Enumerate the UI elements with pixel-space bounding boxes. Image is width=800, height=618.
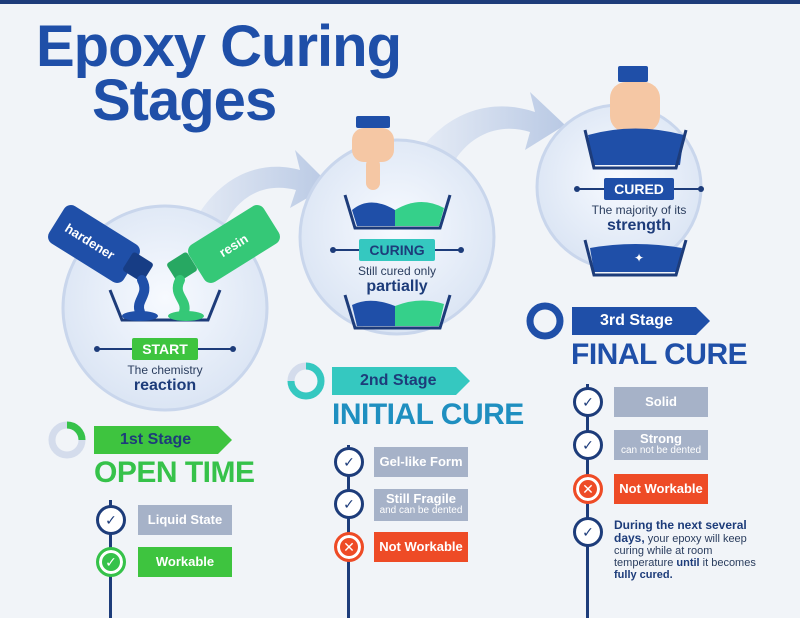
title-line-1: Epoxy Curing (36, 14, 402, 79)
stage-3-tag: 3rd Stage (600, 312, 673, 329)
start-pill: START (132, 338, 198, 360)
arrow-1-to-2 (185, 150, 330, 240)
stage-3-tag-bg (572, 307, 710, 335)
stage-3-item-2-small: can not be dented (620, 445, 702, 456)
svg-text:✦: ✦ (634, 251, 644, 265)
cured-pill: CURED (604, 178, 674, 200)
stage-2-tag: 2nd Stage (360, 372, 437, 389)
hardener-bottle (48, 205, 153, 283)
stage-2-timeline (347, 445, 350, 618)
tray-cured-top (588, 128, 684, 165)
start-big: reaction (133, 377, 197, 394)
check-icon: ✓ (573, 517, 603, 547)
stage-1-name: OPEN TIME (94, 456, 255, 489)
note-part-3: your epoxy will keep (644, 533, 747, 545)
hand-pointing (352, 116, 394, 190)
stage-1-item-1: Liquid State (138, 505, 232, 535)
stage-2-tag-bg (332, 367, 470, 395)
note-part-8: fully cured. (614, 569, 673, 581)
hand-fist (610, 66, 660, 132)
check-icon: ✓ (334, 489, 364, 519)
circle-curing-label: CURING Still cured only partially (327, 239, 467, 296)
cured-big: strength (607, 217, 671, 234)
circle-curing (298, 138, 496, 336)
note-part-7: it becomes (699, 557, 756, 569)
stage-2-item-2: Still Fragile and can be dented (374, 489, 468, 521)
page-title: Epoxy Curing Stages (36, 14, 402, 133)
stage-3-item-1: Solid (614, 387, 708, 417)
curing-big: partially (366, 278, 428, 295)
cured-sub: The majority of its (591, 203, 687, 217)
stage-3-note: During the next several days, your epoxy… (614, 519, 764, 581)
curing-sub: Still cured only (357, 264, 437, 278)
check-icon: ✓ (334, 447, 364, 477)
stage-3-item-3: Not Workable (614, 474, 708, 504)
note-part-6: until (676, 557, 700, 569)
stage-3-name: FINAL CURE (571, 338, 748, 371)
stage-3-item-2-label: Strong (640, 431, 682, 446)
stage-2-name: INITIAL CURE (332, 398, 524, 431)
check-icon: ✓ (573, 387, 603, 417)
title-line-2: Stages (92, 68, 277, 133)
stage-1-item-2: Workable (138, 547, 232, 577)
tray-start (108, 289, 222, 322)
circle-cured-label: CURED The majority of its strength (569, 178, 709, 235)
resin-bottle (167, 205, 280, 283)
tray-cured-bottom (590, 244, 682, 272)
note-part-2: days, (614, 531, 645, 545)
stage-2-item-2-small: and can be dented (379, 505, 463, 516)
stage-2-item-1: Gel-like Form (374, 447, 468, 477)
stage-3-ring (526, 302, 564, 340)
tray-curing-bottom (343, 294, 452, 330)
stage-3-item-2: Strong can not be dented (614, 430, 708, 460)
check-icon: ✓ (573, 430, 603, 460)
check-icon: ✓ (96, 505, 126, 535)
stage-1-tag-bg (94, 426, 232, 454)
tray-curing-top (343, 194, 452, 230)
start-sub: The chemistry (127, 363, 203, 377)
note-part-5: temperature (614, 557, 677, 569)
stage-1-tag: 1st Stage (120, 431, 192, 448)
note-part-1: During the next several (614, 518, 747, 532)
curing-pill: CURING (359, 239, 435, 261)
circle-start-label: START The chemistry reaction (95, 338, 235, 395)
top-bar (0, 0, 800, 4)
cross-icon: ✕ (334, 532, 364, 562)
stage-2-item-2-label: Still Fragile (385, 491, 457, 506)
check-icon: ✓ (96, 547, 126, 577)
note-part-4: curing while at room (614, 545, 713, 557)
stage-2-item-3: Not Workable (374, 532, 468, 562)
arrow-2-to-3 (420, 92, 565, 160)
cross-icon: ✕ (573, 474, 603, 504)
